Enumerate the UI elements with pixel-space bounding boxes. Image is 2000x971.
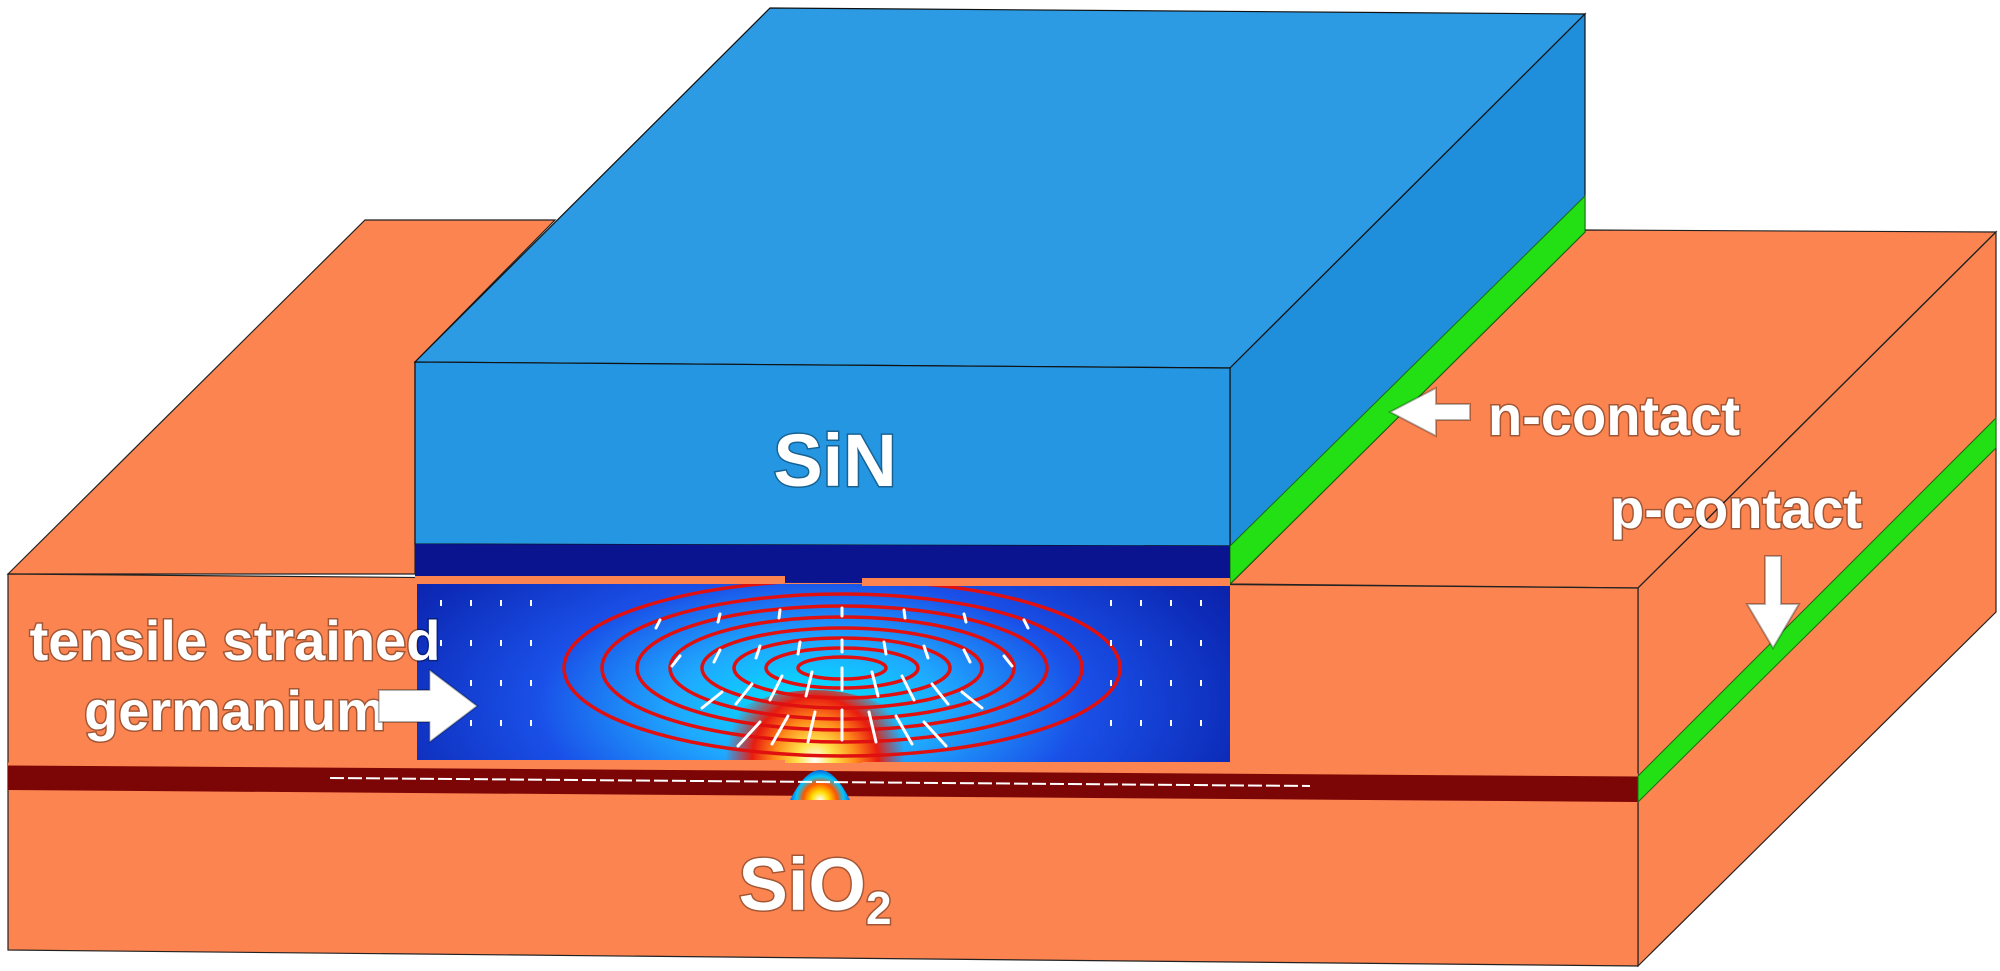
germanium-label-line1: tensile strained (30, 609, 441, 672)
substrate-mode (790, 770, 850, 800)
sin-block (413, 7, 1587, 586)
bottom-contact-right (862, 762, 1230, 770)
arrow-left-icon (1387, 386, 1471, 438)
sio2-label-subscript: 2 (866, 882, 892, 934)
n-contact-label: n-contact (1488, 384, 1740, 447)
sin-bottom-band (415, 544, 1230, 584)
top-contact-left (415, 576, 785, 584)
sio2-label-base: SiO (738, 843, 865, 926)
p-contact-label: p-contact (1610, 477, 1862, 540)
p-contact-stripe (1637, 416, 1997, 804)
arrow-down-icon (1745, 555, 1801, 650)
top-contact-right (862, 578, 1230, 586)
arrow-right-icon (377, 668, 479, 744)
oxide-top-left (6, 219, 557, 575)
germanium-label-line2: germanium (84, 679, 386, 742)
germanium-field (415, 576, 1230, 770)
bottom-contact-left (417, 760, 785, 768)
sin-label: SiN (773, 419, 896, 502)
field-vectors (654, 606, 1030, 748)
sio2-label: SiO2 (738, 843, 891, 934)
